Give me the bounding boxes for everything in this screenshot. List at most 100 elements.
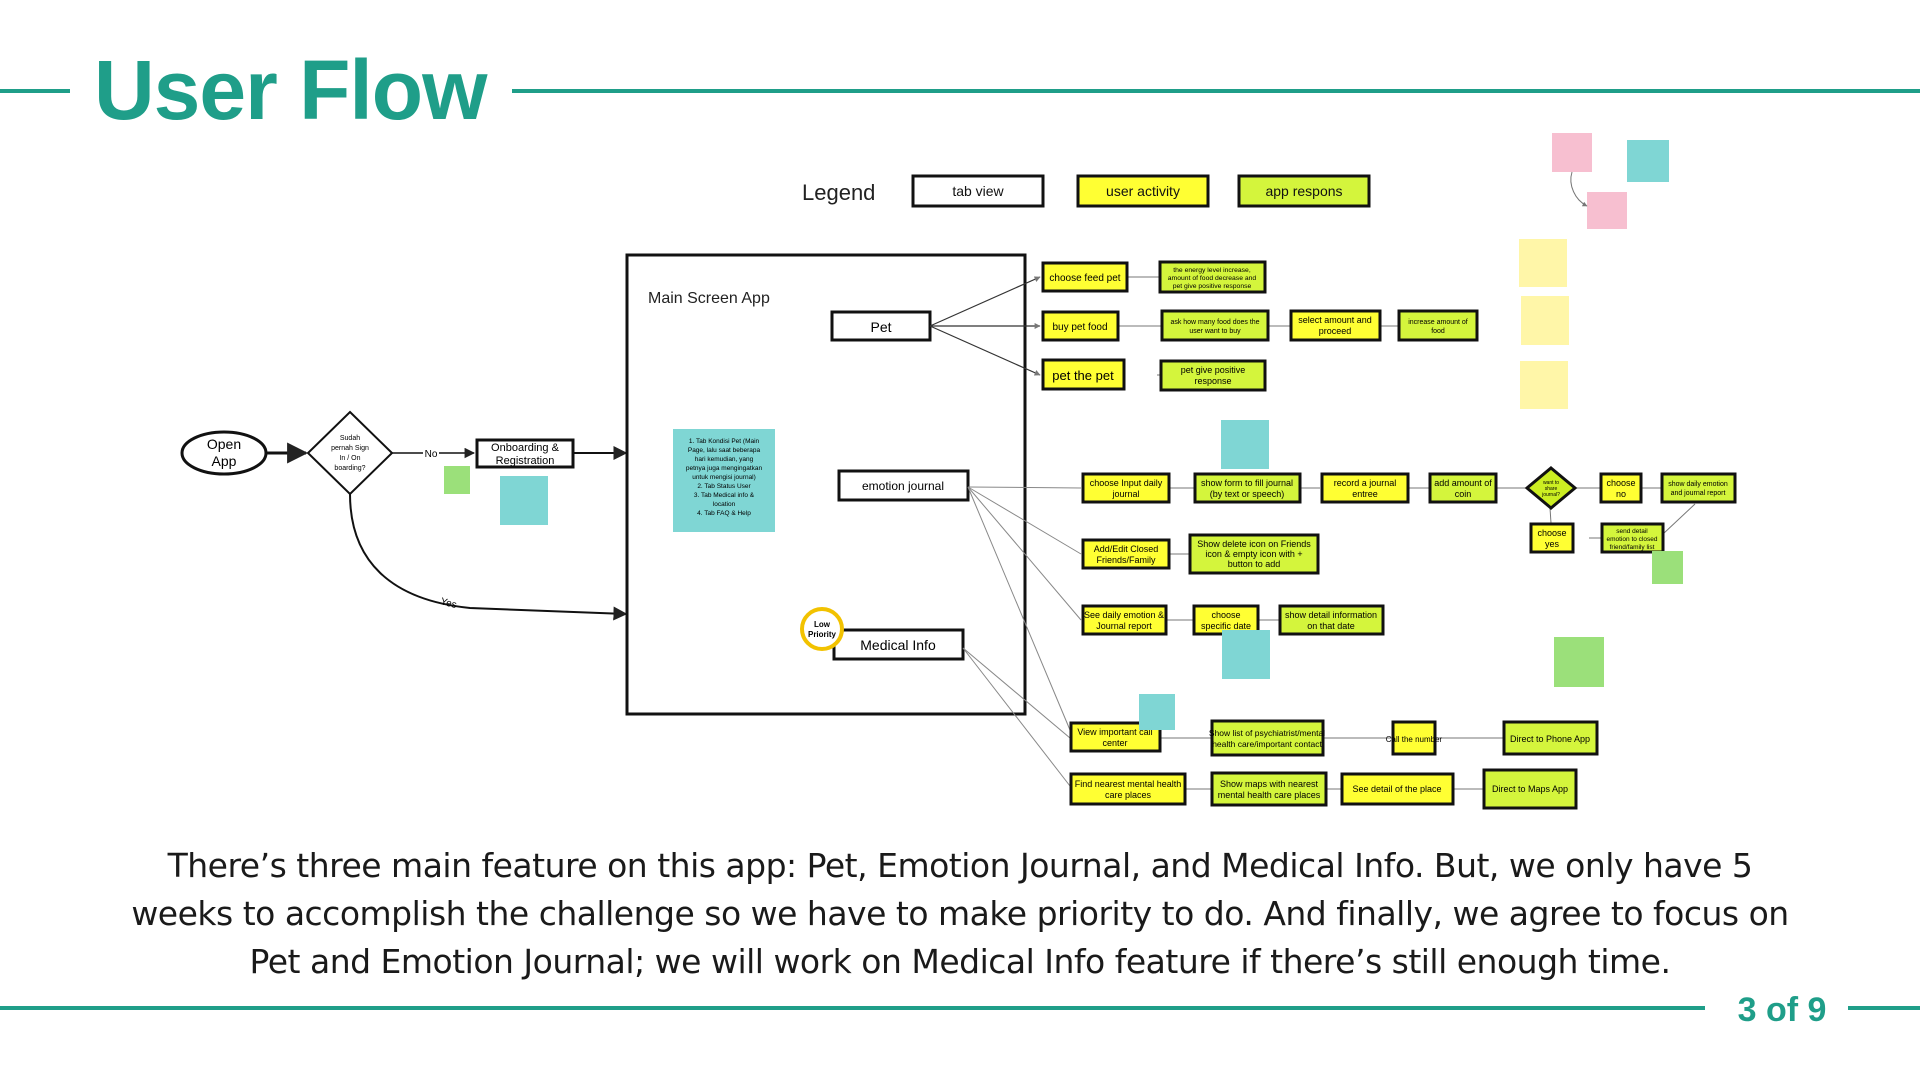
node-direct-maps — [1482, 768, 1578, 810]
node-label: food — [1431, 328, 1445, 335]
node-label: response — [1194, 376, 1231, 386]
node-show-maps — [1210, 771, 1328, 807]
footer-rule-left — [0, 1006, 1705, 1010]
tab-pet-label: Pet — [870, 319, 891, 335]
node-share-decision — [1524, 466, 1578, 510]
node-label: choose Input daily — [1090, 478, 1163, 488]
main-screen-note — [673, 429, 775, 532]
node-label: Show maps with nearest — [1220, 779, 1319, 789]
node-label: Direct to Maps App — [1492, 784, 1568, 794]
node-label: pet the pet — [1052, 368, 1114, 383]
connector — [929, 325, 1041, 376]
low-priority-label: Priority — [808, 630, 837, 639]
node-label: buy pet food — [1052, 322, 1107, 333]
onboarding-label: Onboarding & — [491, 442, 560, 454]
sticky-note — [1519, 239, 1567, 287]
connector — [929, 276, 1041, 327]
node-label: View important call — [1077, 727, 1152, 737]
node-buy-pet-food — [1041, 310, 1120, 342]
node-label: the energy level increase, — [1173, 267, 1251, 274]
node-pet-the-pet — [1041, 358, 1126, 391]
node-label: Show list of psychiatrist/mental — [1209, 728, 1325, 738]
node-label: choose — [1606, 478, 1635, 488]
node-label: on that date — [1307, 621, 1355, 631]
title-rule-left — [0, 89, 70, 93]
node-pet-positive — [1159, 359, 1267, 392]
title-rule-right — [512, 89, 1920, 93]
node-label: no — [1616, 489, 1626, 499]
tab-emotion-journal — [837, 469, 970, 502]
low-priority-label: Low — [814, 620, 831, 629]
node-label: choose — [1537, 528, 1566, 538]
main-screen-box — [625, 253, 1027, 716]
node-label: Friends/Family — [1096, 555, 1156, 565]
sticky-note — [1221, 420, 1269, 469]
node-label: increase amount of — [1408, 319, 1468, 326]
main-screen-frame: Main Screen App 1. Tab Kondisi Pet (Main… — [625, 253, 1027, 716]
low-priority-badge — [800, 607, 844, 651]
legend-tab-view-swatch — [911, 174, 1045, 208]
connector — [962, 647, 1071, 787]
node-choose-yes — [1529, 522, 1575, 554]
node-see-daily-emotion — [1081, 604, 1168, 636]
note-text: 4. Tab FAQ & Help — [697, 510, 751, 517]
tab-medical-info — [832, 628, 965, 661]
decision-label: In / On — [339, 455, 360, 462]
node-send-detail — [1600, 522, 1665, 554]
sticky-note — [1552, 133, 1592, 172]
legend-label: Legend — [802, 180, 875, 205]
node-label: See detail of the place — [1352, 784, 1441, 794]
legend-app-respons-label: app respons — [1265, 183, 1342, 199]
page-number: 3 of 9 — [1737, 991, 1827, 1029]
no-label: No — [425, 449, 438, 460]
connector — [1662, 503, 1696, 535]
note-text: 1. Tab Kondisi Pet (Main — [689, 438, 760, 445]
node-ask-how-many — [1160, 309, 1270, 342]
node-label: send detail — [1616, 528, 1648, 535]
node-label: journal — [1111, 489, 1139, 499]
sticky-note — [1627, 140, 1669, 182]
sticky-notes — [1139, 133, 1683, 730]
node-label: journal? — [1541, 492, 1560, 498]
node-add-edit-closed — [1081, 538, 1171, 570]
node-label: amount of food decrease and — [1168, 275, 1257, 282]
footer-rule-right — [1848, 1006, 1920, 1010]
legend-user-activity-swatch — [1076, 174, 1210, 208]
node-label: (by text or speech) — [1210, 489, 1285, 499]
main-screen-label: Main Screen App — [648, 290, 770, 307]
node-show-form — [1193, 472, 1302, 504]
node-label: user want to buy — [1189, 328, 1241, 335]
node-label: show daily emotion — [1668, 481, 1728, 488]
node-label: Show delete icon on Friends — [1197, 539, 1311, 549]
node-label: center — [1102, 738, 1127, 748]
pet-flow: choose feed pet the energy level increas… — [1041, 260, 1479, 392]
no-label-bg — [423, 445, 439, 459]
node-label: show form to fill journal — [1201, 478, 1293, 488]
decision-label: boarding? — [334, 465, 365, 472]
node-add-coin — [1428, 472, 1498, 504]
node-label: show detail information — [1285, 610, 1377, 620]
page-title: User Flow — [94, 43, 487, 137]
node-label: specific date — [1201, 621, 1251, 631]
node-label: choose feed pet — [1049, 273, 1120, 284]
node-label: coin — [1455, 489, 1472, 499]
connector — [967, 486, 1082, 555]
node-label: Direct to Phone App — [1510, 734, 1590, 744]
note-text: 2. Tab Status User — [697, 483, 751, 490]
yes-label: Yes — [439, 596, 458, 611]
node-label: pet give positive — [1181, 365, 1246, 375]
node-label: add amount of — [1434, 478, 1492, 488]
tab-medical-info-label: Medical Info — [860, 637, 936, 653]
connector — [967, 486, 1082, 621]
sticky-note — [1222, 630, 1270, 679]
node-label: Add/Edit Closed — [1094, 544, 1159, 554]
node-label: choose — [1211, 610, 1240, 620]
node-label: mental health care places — [1218, 790, 1321, 800]
node-energy-response — [1158, 260, 1267, 294]
node-show-delete-icon — [1188, 533, 1320, 575]
slide-caption: There’s three main feature on this app: … — [131, 846, 1789, 981]
node-label: See daily emotion & — [1084, 610, 1164, 620]
legend: Legend tab view user activity app respon… — [802, 174, 1371, 208]
node-label: Find nearest mental health — [1075, 779, 1182, 789]
node-label: pet give positive response — [1173, 283, 1252, 290]
